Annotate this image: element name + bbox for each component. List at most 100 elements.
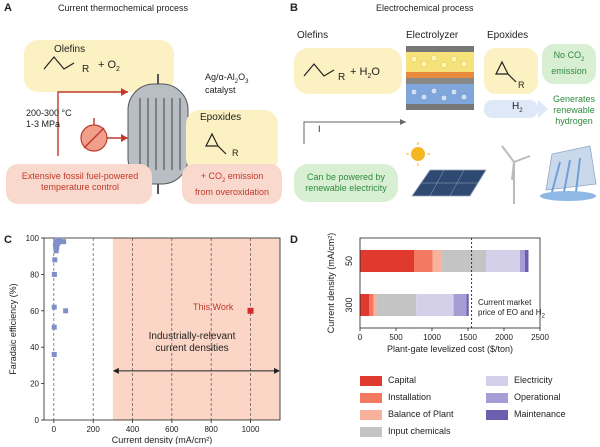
- x-tick-label: 600: [165, 425, 179, 434]
- y-tick-label: 40: [30, 343, 39, 352]
- bar-segment-operational: [453, 294, 467, 316]
- literature-point: [63, 308, 69, 314]
- plus-o2-label: + O2: [98, 59, 120, 74]
- bar-segment-input-chemicals: [441, 250, 486, 272]
- olefin-r-label: R: [82, 64, 90, 75]
- heating-loop-line: [57, 91, 128, 156]
- epoxide-r-label-b: R: [518, 80, 525, 90]
- bar-segment-electricity: [416, 294, 454, 316]
- category-label: 300: [344, 297, 354, 312]
- y-axis-label: Faradaic efficiency (%): [8, 283, 18, 374]
- bar-segment-installation: [414, 250, 433, 272]
- x-tick-label-d: 2000: [495, 333, 513, 342]
- x-tick-label-d: 500: [389, 333, 403, 342]
- reactor-tubes: [139, 98, 181, 170]
- panel-a-diagram: [6, 40, 282, 204]
- sun-icon: [411, 147, 425, 161]
- relevant-range-shade: [112, 238, 280, 420]
- panel-label-c: C: [4, 234, 12, 246]
- legend-label: Operational: [514, 392, 561, 402]
- cathode-bubbles: [410, 87, 468, 102]
- olefin-structure-icon: [43, 56, 75, 70]
- range-arrow-head-right: [274, 367, 280, 374]
- fossil-note-box: [6, 164, 152, 204]
- legend-swatch: [360, 393, 382, 403]
- olefins-label-b: Olefins: [297, 30, 329, 41]
- bar-segment-electricity: [486, 250, 520, 272]
- literature-point: [51, 304, 57, 310]
- epoxide-bubble-b: [484, 48, 538, 94]
- anode-bubbles: [410, 54, 468, 69]
- epoxide-structure-icon: [205, 132, 219, 147]
- x-tick-label: 0: [52, 425, 57, 434]
- bar-segment-maintenance: [466, 294, 469, 316]
- x-axis-label: Current density (mA/cm²): [112, 435, 213, 444]
- y-tick-label: 80: [30, 270, 39, 279]
- bar-segment-maintenance: [524, 250, 529, 272]
- literature-point: [55, 240, 61, 246]
- x-tick-label-d: 1000: [423, 333, 441, 342]
- olefin-r-label-b: R: [338, 72, 346, 83]
- renewable-box: [294, 164, 398, 202]
- bar-segment-installation: [369, 294, 374, 316]
- literature-point: [51, 324, 57, 330]
- olefin-bubble-b: [294, 48, 402, 94]
- range-arrow-head-left: [112, 367, 119, 374]
- h2-label: H2: [512, 101, 523, 114]
- epoxide-r-label-a: R: [232, 148, 239, 158]
- no-co2-box: [542, 44, 596, 84]
- legend-swatch: [486, 376, 508, 386]
- x-tick-label-d: 2500: [531, 333, 549, 342]
- bar-segment-input-chemicals: [376, 294, 417, 316]
- plot-frame: [43, 237, 281, 421]
- legend-swatch: [360, 410, 382, 420]
- x-tick-label: 800: [204, 425, 218, 434]
- y-tick-label: 60: [30, 307, 39, 316]
- x-tick-label: 1000: [242, 425, 260, 434]
- epoxides-label-a: Epoxides: [200, 112, 242, 123]
- category-label: 50: [344, 256, 354, 266]
- olefins-label: Olefins: [54, 44, 86, 55]
- y-tick-label: 100: [26, 234, 40, 243]
- panel-b-title: Electrochemical process: [376, 3, 474, 13]
- current-wire: [303, 121, 406, 144]
- x-tick-label: 400: [126, 425, 140, 434]
- y-tick-label: 0: [35, 416, 40, 425]
- literature-point: [61, 239, 67, 245]
- olefin-bubble: [24, 40, 174, 92]
- panel-b-diagram: [294, 44, 597, 204]
- literature-point: [58, 239, 64, 245]
- x-tick-label: 200: [86, 425, 100, 434]
- literature-point: [51, 351, 57, 357]
- panel-label-a: A: [4, 2, 12, 14]
- legend-swatch: [486, 393, 508, 403]
- legend-label: Input chemicals: [388, 426, 451, 436]
- bar-segment-capital: [360, 250, 414, 272]
- legend-label: Electricity: [514, 375, 553, 385]
- panel-label-d: D: [290, 234, 298, 246]
- this-work-label: This Work: [193, 302, 234, 312]
- bar-segment-capital: [360, 294, 370, 316]
- hydro-dam-icon: [540, 145, 597, 201]
- legend-label: Balance of Plant: [388, 409, 454, 419]
- x-axis-label-d: Plant-gate levelized cost ($/ton): [387, 344, 513, 354]
- legend-label: Capital: [388, 375, 417, 385]
- y-axis-label-d: Current density (mA/cm²): [326, 233, 336, 334]
- wind-turbine-icon: [501, 145, 531, 204]
- electrolyzer-label: Electrolyzer: [406, 30, 459, 41]
- legend-label: Maintenance: [514, 409, 566, 419]
- bar-segment-operational: [519, 250, 525, 272]
- literature-point: [54, 244, 60, 250]
- literature-point: [51, 271, 57, 277]
- legend-label: Installation: [388, 392, 432, 402]
- epoxides-label-b: Epoxides: [487, 30, 529, 41]
